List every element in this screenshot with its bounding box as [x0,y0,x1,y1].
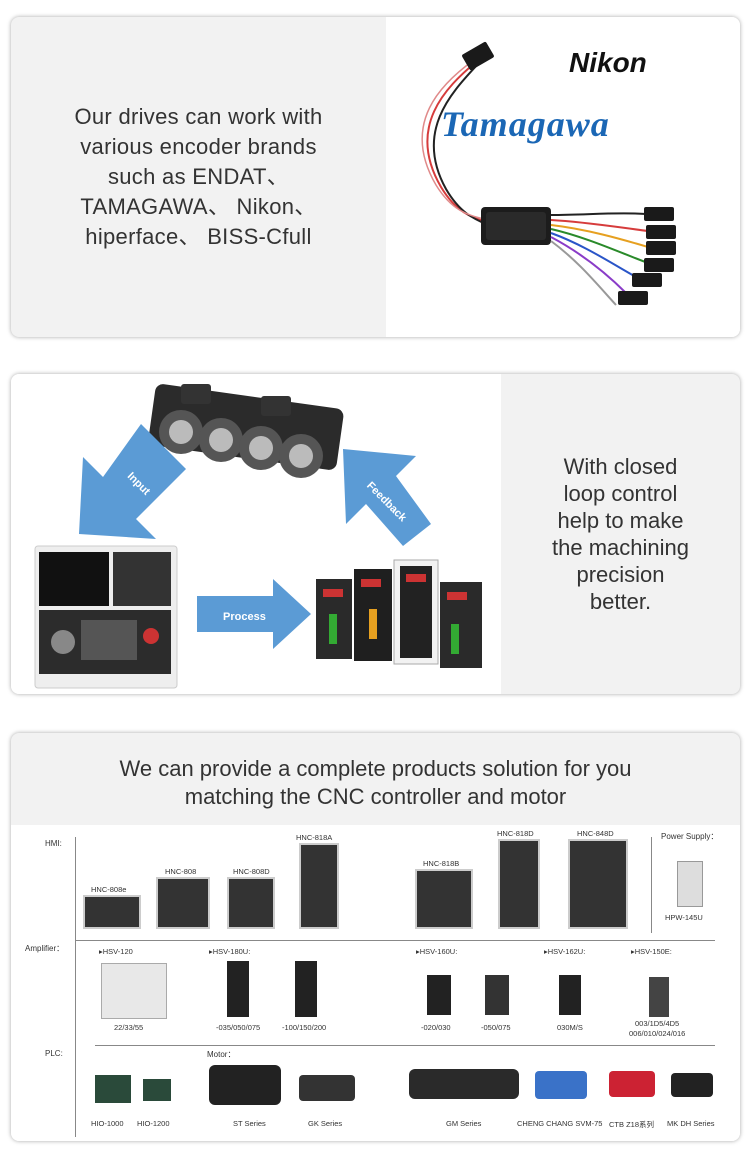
motor-device-st [209,1065,281,1105]
amp-model-label: 006/010/024/016 [629,1029,686,1038]
closed-loop-text-line: better. [589,589,652,614]
amp-model-label: -050/075 [481,1023,511,1032]
row-label-plc: PLC: [45,1049,63,1058]
diagram-divider [75,940,715,941]
amp-device-hsv162u [559,975,581,1015]
hmi-device-818b [415,869,473,929]
amp-series-label: ▸HSV-180U: [209,947,251,956]
closed-loop-diagram: Input Process Feedback [11,374,501,694]
encoder-text-line: hiperface、 BISS-Cfull [85,224,312,249]
encoder-brands-text: Our drives can work with various encoder… [11,17,386,337]
diagram-divider [95,1045,715,1046]
hmi-model-label: HNC-818B [423,859,460,868]
amp-series-label: ▸HSV-160U: [416,947,458,956]
closed-loop-card: Input Process Feedback With closed loop … [11,374,740,694]
hmi-device-808 [156,877,210,929]
hmi-device-818a [299,843,339,929]
diagram-vertical-line [651,837,652,933]
closed-loop-text-line: With closed [563,454,678,479]
power-supply-device [677,861,703,907]
amp-series-label: ▸HSV-162U: [544,947,586,956]
row-label-power-supply: Power Supply： [661,832,719,841]
encoder-text-line: such as ENDAT、 [107,164,290,189]
motor-device-gm [409,1069,519,1099]
hmi-model-label: HNC-808D [233,867,270,876]
encoder-text-line: Our drives can work with [74,104,323,129]
hmi-device-808d [227,877,275,929]
encoder-text-line: TAMAGAWA、 Nikon、 [80,194,317,219]
encoder-brands-card: Our drives can work with various encoder… [11,17,740,337]
motor-model-label: GM Series [446,1119,482,1128]
tamagawa-logo: Tamagawa [441,104,610,144]
nikon-logo: Nikon [569,47,647,78]
motor-device-gk [299,1075,355,1101]
motor-model-label: ST Series [233,1119,266,1128]
plc-model-label: HIO-1000 [91,1119,124,1128]
product-solution-card: We can provide a complete products solut… [11,733,740,1141]
row-label-amplifier: Amplifier： [25,944,65,953]
amp-series-label: ▸HSV-150E: [631,947,672,956]
servo-drives-image [316,559,482,668]
hmi-device-808e [83,895,141,929]
motor-device-mkdh [671,1073,713,1097]
product-solution-title: We can provide a complete products solut… [11,755,740,811]
amp-model-label: 22/33/55 [114,1023,144,1032]
motor-device-svm75 [535,1071,587,1099]
motor-model-label: CHENG CHANG SVM-75 [517,1119,603,1128]
arrow-process-label: Process [223,611,266,623]
hmi-model-label: HNC-848D [577,829,614,838]
amp-model-label: -035/050/075 [216,1023,261,1032]
encoder-text-line: various encoder brands [80,134,317,159]
power-model-label: HPW-145U [665,913,703,922]
motor-device-ctb [609,1071,655,1097]
motor-model-label: CTB Z18系列 [609,1120,655,1129]
hmi-device-818d [498,839,540,929]
title-line: matching the CNC controller and motor [184,784,567,809]
encoder-cable-illustration [421,41,676,306]
closed-loop-text-line: the machining [552,535,689,560]
row-label-motor: Motor： [207,1050,236,1059]
motor-model-label: MK DH Series [667,1119,715,1128]
amp-device-hsv160u-large [485,975,509,1015]
diagram-vertical-line [75,837,76,1137]
amp-device-hsv180u-small [227,961,249,1017]
amp-device-hsv120 [101,963,167,1019]
motor-model-label: GK Series [308,1119,343,1128]
cnc-controller-image [34,545,178,689]
amp-model-label: 030M/S [557,1023,583,1032]
row-label-hmi: HMI: [45,839,62,848]
amp-model-label: -020/030 [421,1023,451,1032]
amp-device-hsv180u-large [295,961,317,1017]
amp-device-hsv150e [649,977,669,1017]
product-lineup-diagram: HMI: Amplifier： PLC: Motor： Power Supply… [11,825,740,1141]
hmi-model-label: HNC-808e [91,885,127,894]
amp-device-hsv160u-small [427,975,451,1015]
closed-loop-illustration [34,384,482,689]
amp-model-label: 003/1D5/4D5 [635,1019,680,1028]
closed-loop-text-line: precision [576,562,665,587]
hmi-device-848d [568,839,628,929]
plc-device-hio1200 [143,1079,171,1101]
closed-loop-text-line: help to make [557,508,684,533]
plc-device-hio1000 [95,1075,131,1103]
closed-loop-text: With closed loop control help to make th… [501,374,740,694]
plc-model-label: HIO-1200 [137,1119,170,1128]
closed-loop-text-line: loop control [563,481,678,506]
title-line: We can provide a complete products solut… [119,756,632,781]
amp-series-label: ▸HSV-120 [99,947,133,956]
hmi-model-label: HNC-808 [165,867,197,876]
encoder-cable-image: Nikon Tamagawa [386,17,740,337]
servo-motors-image [148,384,344,478]
hmi-model-label: HNC-818D [497,829,534,838]
amp-model-label: -100/150/200 [282,1023,327,1032]
hmi-model-label: HNC-818A [296,833,333,842]
